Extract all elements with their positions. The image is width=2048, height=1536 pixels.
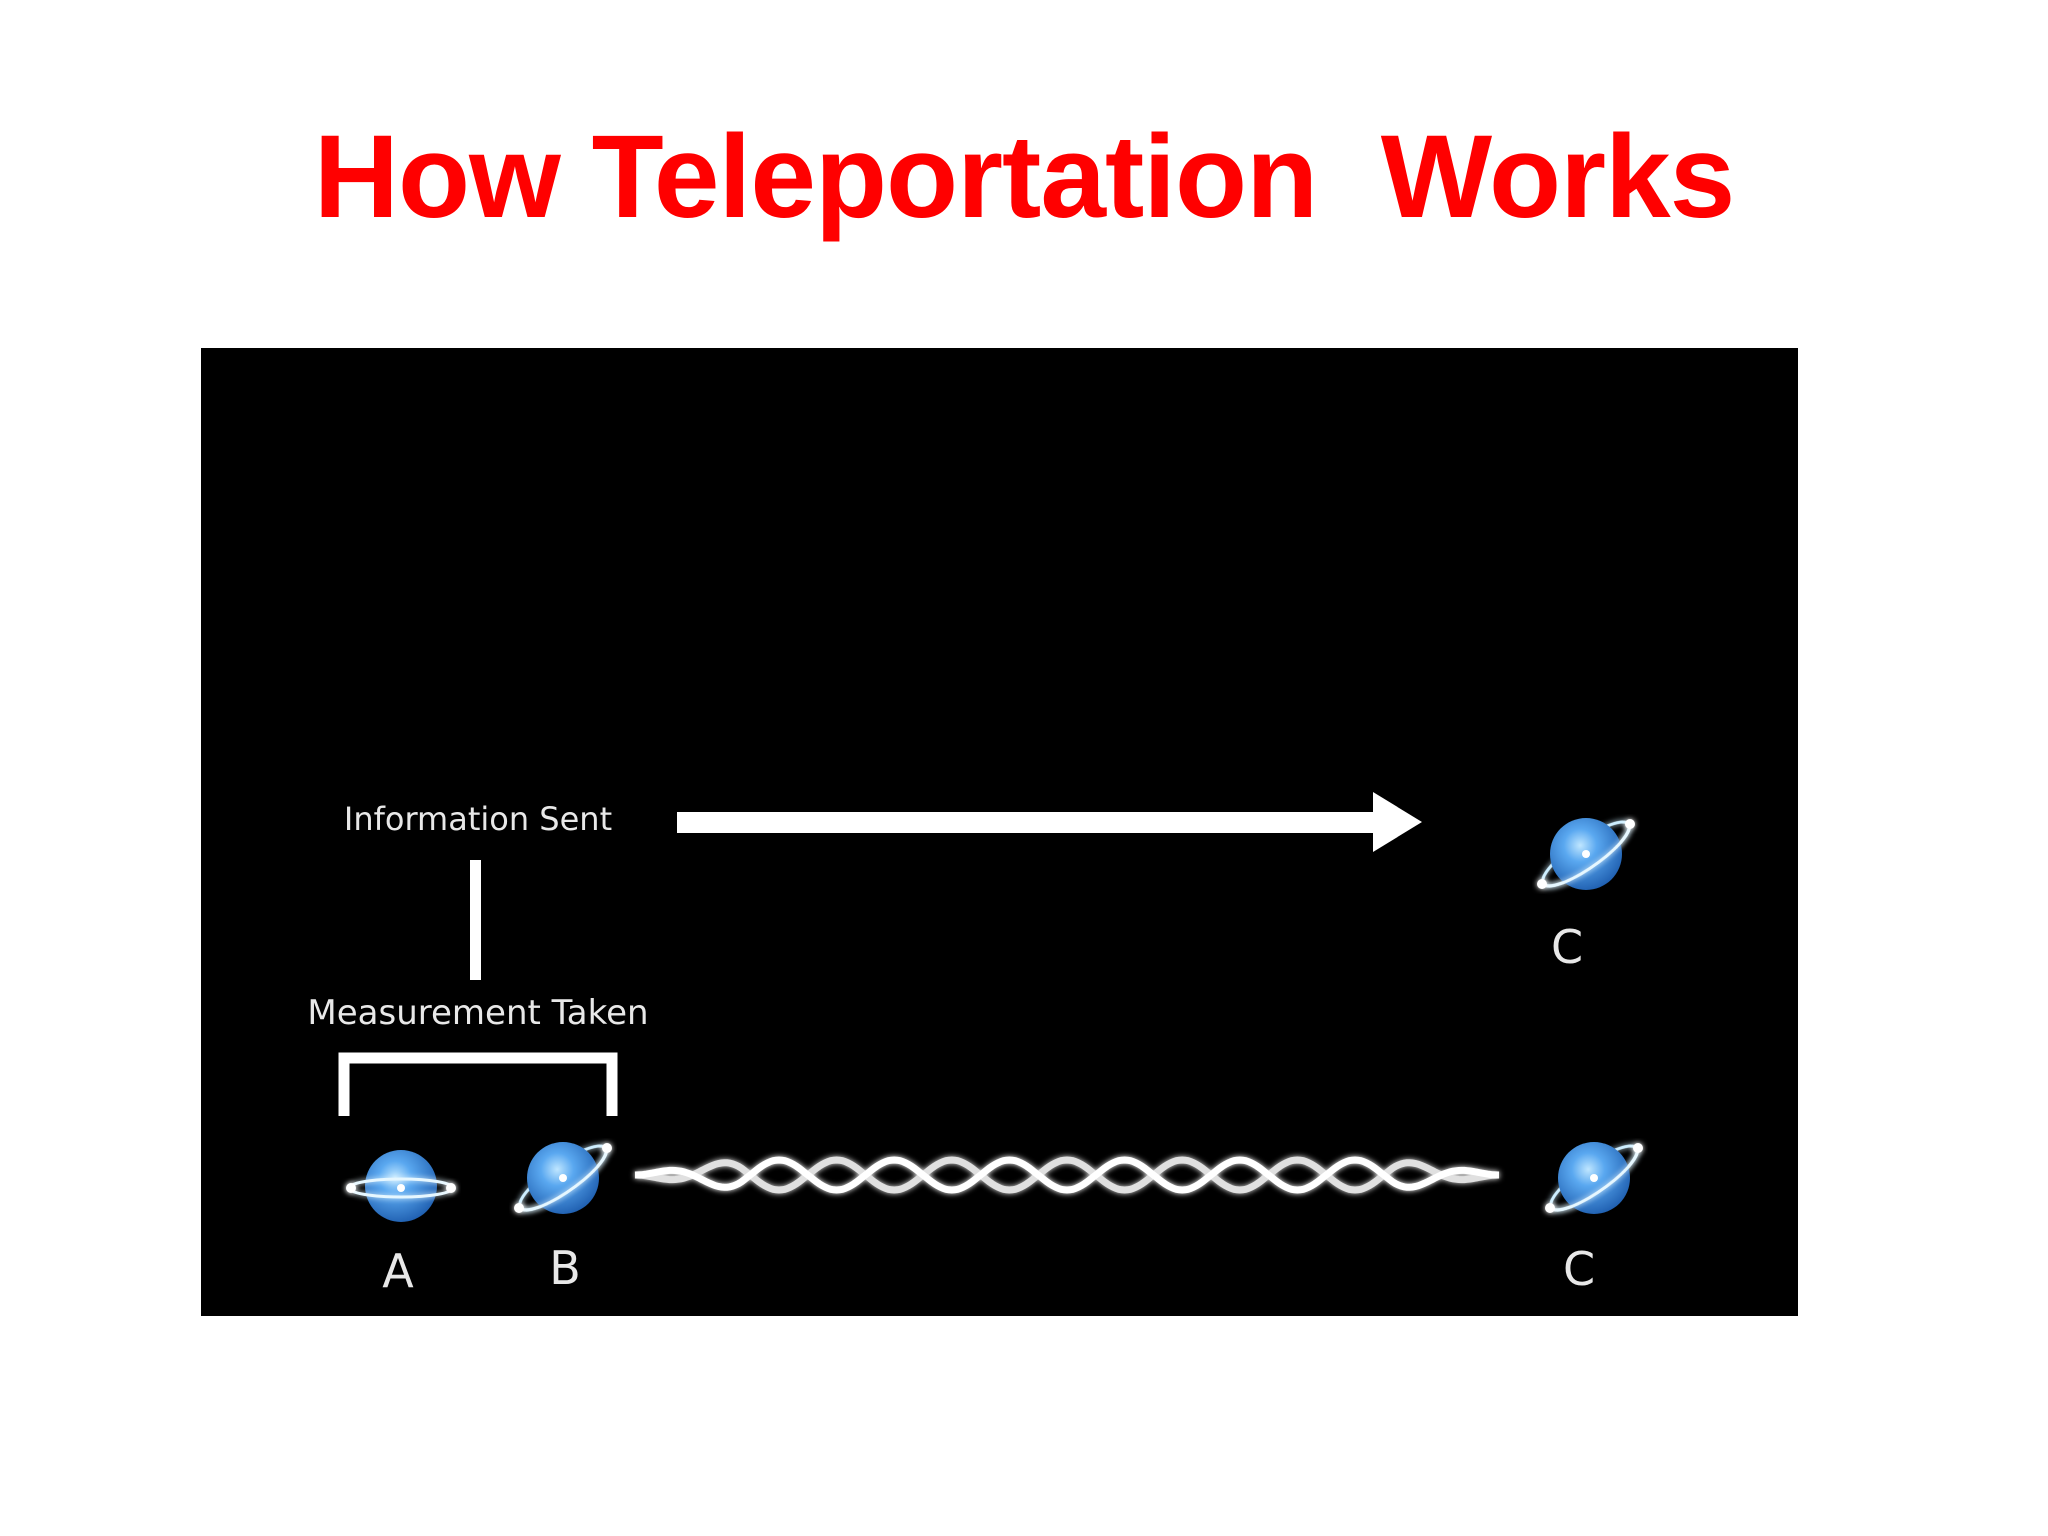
- particle-c-received: [1535, 813, 1636, 896]
- particle-a-label: A: [382, 1244, 414, 1298]
- particle-a: [346, 1150, 456, 1222]
- teleportation-diagram: Information Sent Measurement Taken: [201, 348, 1798, 1316]
- slide-title: How Teleportation Works: [313, 111, 1736, 243]
- particle-b: [512, 1137, 613, 1220]
- information-sent-label: Information Sent: [344, 800, 612, 838]
- measurement-bracket: [338, 1052, 618, 1116]
- particle-b-label: B: [549, 1241, 581, 1295]
- information-arrow: [677, 792, 1422, 852]
- particle-c-entangled-label: C: [1563, 1242, 1595, 1296]
- particle-c-received-label: C: [1551, 920, 1583, 974]
- label-connector-line: [470, 860, 481, 980]
- entanglement-link: [634, 1156, 1500, 1194]
- measurement-taken-label: Measurement Taken: [307, 993, 648, 1033]
- particle-c-entangled: [1543, 1137, 1644, 1220]
